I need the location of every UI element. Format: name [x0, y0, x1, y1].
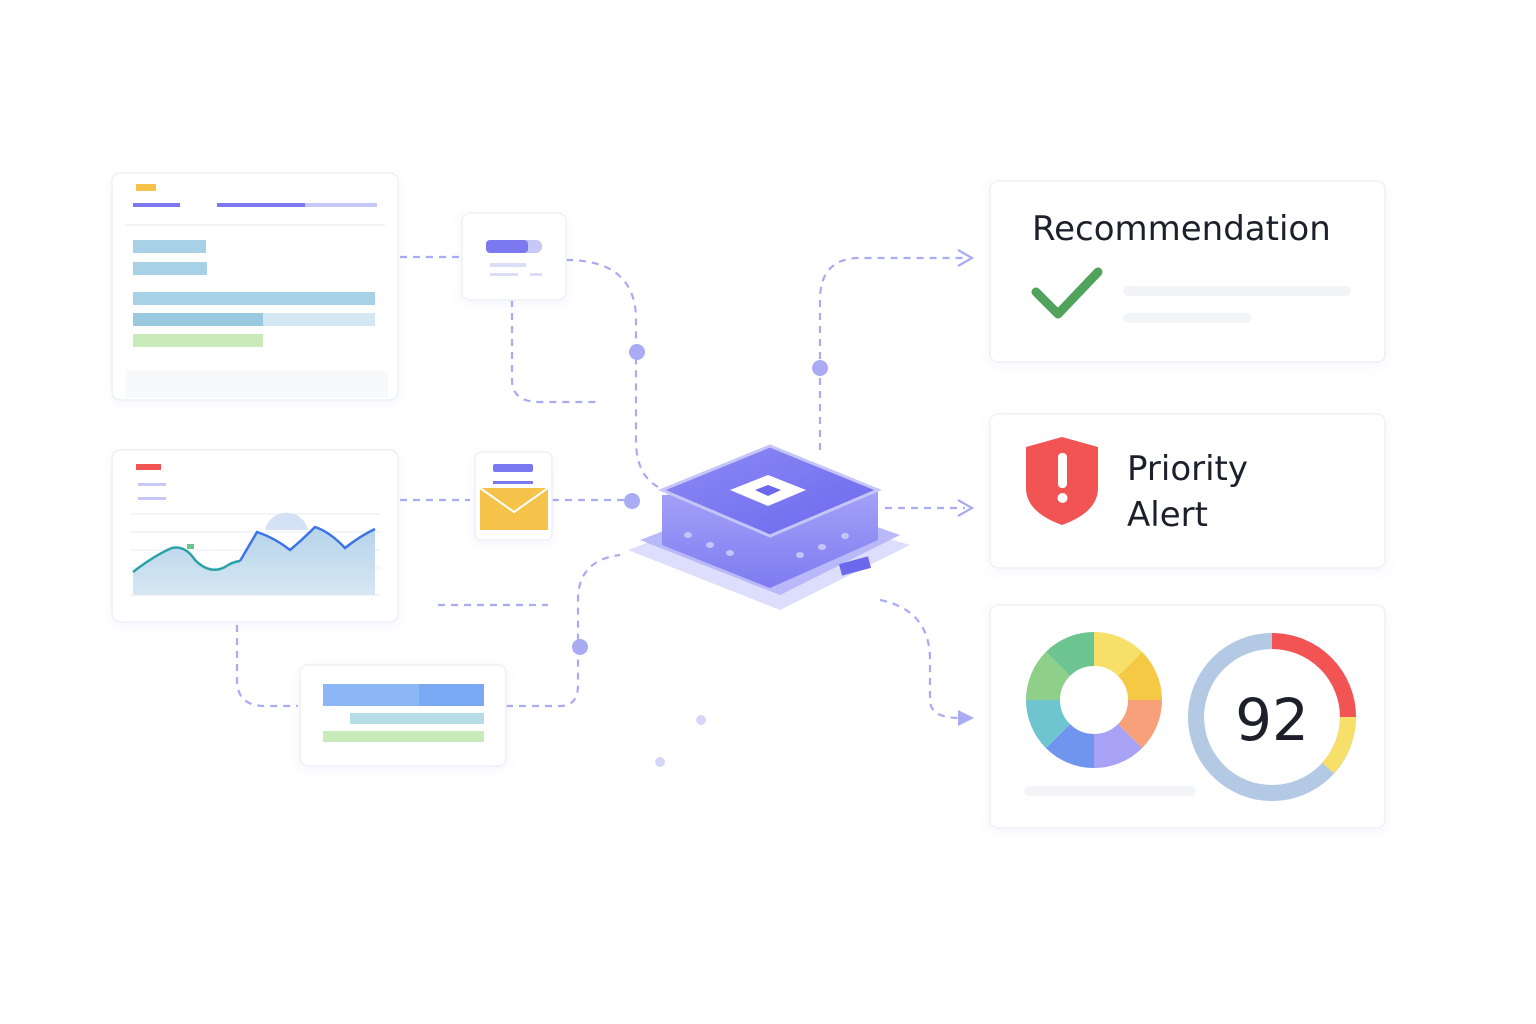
donut-chart	[1026, 632, 1162, 768]
connector-node	[624, 493, 640, 509]
data-table-card	[111, 172, 399, 401]
shield-alert-icon	[1026, 437, 1098, 525]
donut-segment	[1026, 700, 1070, 749]
donut-segment	[1118, 700, 1162, 749]
email-card	[474, 451, 553, 541]
connector-node	[629, 344, 645, 360]
donut-segment	[1045, 724, 1094, 768]
hub	[628, 444, 910, 610]
priority-label: Priority	[1127, 449, 1248, 489]
message-card	[461, 212, 567, 301]
summary-card	[299, 664, 507, 767]
recommendation-title: Recommendation	[1032, 209, 1331, 249]
donut-segment	[1045, 632, 1094, 676]
connector-node	[572, 639, 588, 655]
metrics-card: 92	[989, 604, 1386, 829]
connectors	[235, 249, 975, 767]
donut-segment	[1026, 651, 1070, 700]
connector-node	[812, 360, 828, 376]
score-value: 92	[1235, 686, 1309, 754]
recommendation-card: Recommendation	[989, 180, 1386, 363]
line-chart-card	[111, 449, 399, 623]
check-icon	[1031, 267, 1103, 319]
score-gauge: 92	[1188, 633, 1356, 801]
donut-segment	[1118, 651, 1162, 700]
alert-label: Alert	[1127, 495, 1208, 535]
donut-segment	[1094, 632, 1143, 676]
donut-segment	[1094, 724, 1143, 768]
priority-alert-card: Priority Alert	[989, 413, 1386, 569]
